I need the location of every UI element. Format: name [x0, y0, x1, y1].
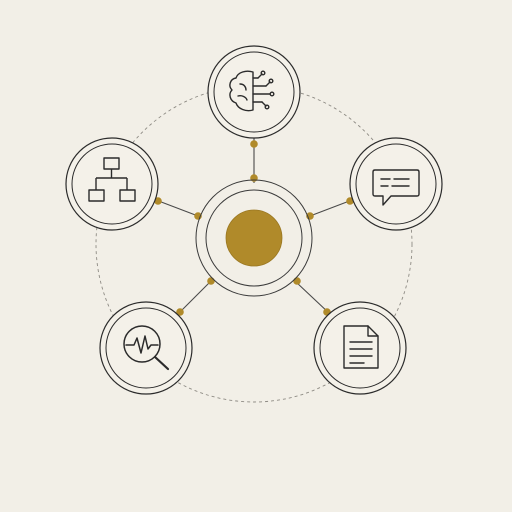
node-brain-outer-ring: [207, 45, 301, 139]
node-brain-inner-ring: [213, 51, 295, 133]
node-brain: [207, 45, 301, 139]
dot-analysis-inner: [207, 277, 215, 285]
node-document-outer-ring: [313, 301, 407, 395]
hub-outer-ring: [195, 179, 313, 297]
dot-hierarchy-outer: [154, 197, 162, 205]
org-chart-icon: [88, 157, 136, 202]
dot-brain-inner: [250, 174, 258, 182]
node-analysis: [99, 301, 193, 395]
node-analysis-outer-ring: [99, 301, 193, 395]
node-hierarchy-inner-ring: [71, 143, 153, 225]
node-analysis-inner-ring: [105, 307, 187, 389]
connector-analysis: [177, 279, 213, 315]
node-chat: [349, 137, 443, 231]
connector-dots: [154, 140, 354, 316]
node-hierarchy-outer-ring: [65, 137, 159, 231]
dot-analysis-outer: [176, 308, 184, 316]
gold-core-edge: [225, 209, 283, 267]
node-document: [313, 301, 407, 395]
connector-hierarchy: [155, 199, 199, 217]
document-icon: [343, 325, 379, 369]
node-document-inner-ring: [319, 307, 401, 389]
dot-document-inner: [293, 277, 301, 285]
central-hub: [195, 179, 313, 297]
connector-document: [295, 281, 331, 315]
connectors: [155, 130, 353, 315]
magnifier-waveform-icon: [123, 325, 170, 371]
dot-chat-outer: [346, 197, 354, 205]
chat-bubble-icon: [372, 169, 420, 206]
node-hierarchy: [65, 137, 159, 231]
gold-core-circle: [226, 210, 282, 266]
hub-inner-ring: [205, 189, 303, 287]
node-chat-inner-ring: [355, 143, 437, 225]
connector-chat: [309, 199, 353, 217]
brain-icon: [229, 70, 275, 112]
dot-brain-outer: [250, 140, 258, 148]
node-chat-outer-ring: [349, 137, 443, 231]
